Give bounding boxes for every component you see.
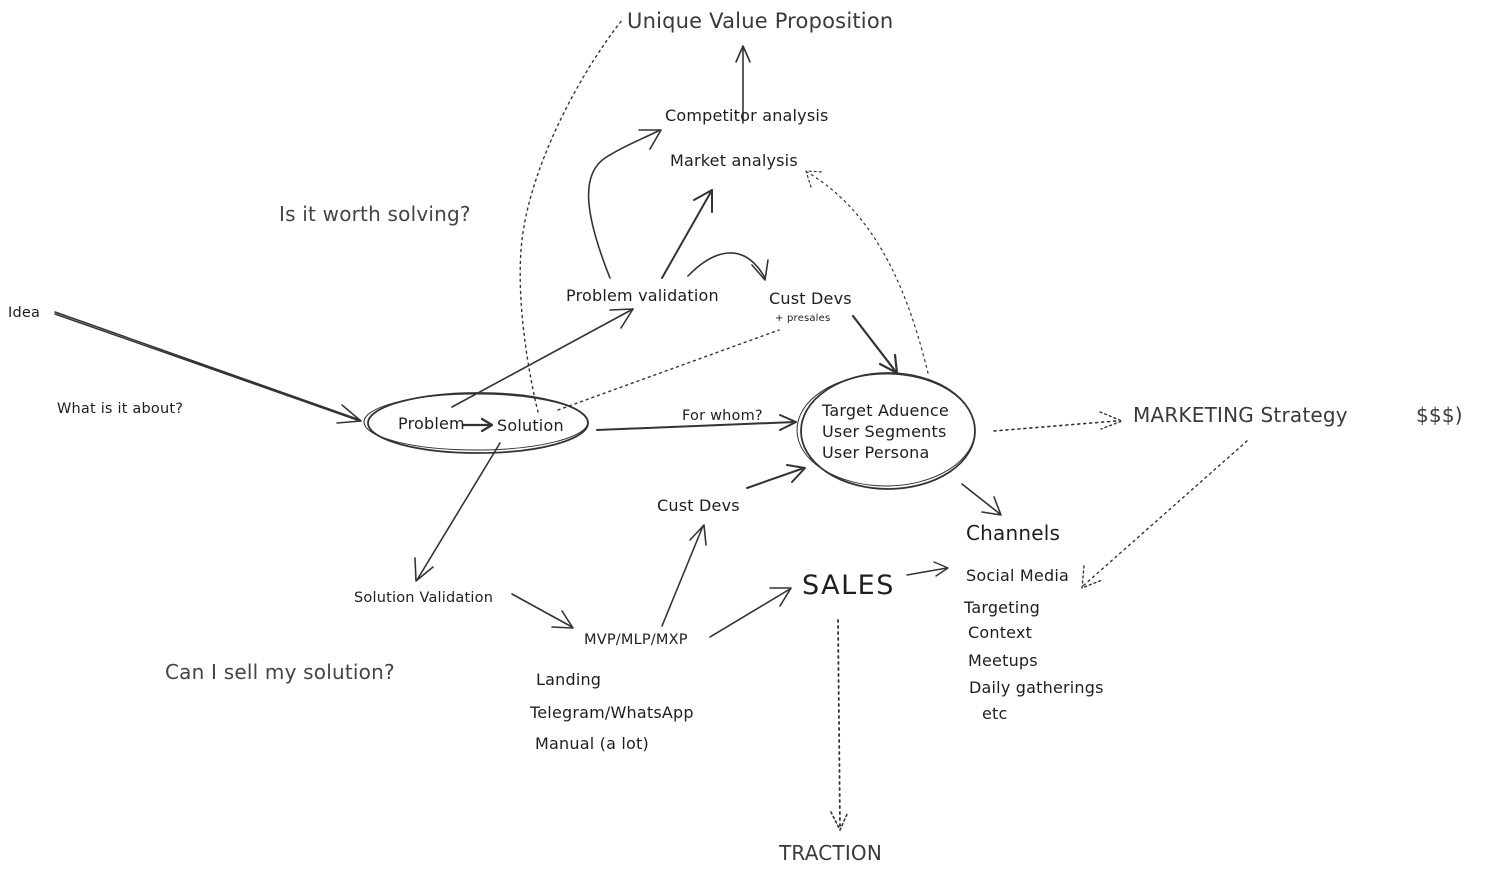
dotted-arrowhead-marketing: [1099, 411, 1123, 430]
solution-validation-label: Solution Validation: [354, 590, 494, 606]
idea-label: Idea: [8, 305, 41, 321]
arrow-audience-to-channels: [961, 483, 1001, 515]
channels-title: Channels: [966, 521, 1061, 545]
is-it-worth-question: Is it worth solving?: [279, 202, 471, 226]
channel-item: Targeting: [964, 598, 1041, 617]
cust-devs-top-label: Cust Devs: [769, 289, 852, 308]
channel-item: Social Media: [966, 566, 1069, 585]
arrow-to-solution-validation: [416, 442, 501, 581]
channel-item: Context: [968, 623, 1033, 642]
arrowhead-to-market-analysis: [693, 189, 713, 213]
arrowhead-sales-to-channels: [933, 561, 949, 577]
user-segments-label: User Segments: [822, 422, 947, 441]
problem-label: Problem: [398, 414, 465, 433]
arrow-sales-to-channels: [906, 567, 948, 576]
arrow-to-problem-validation: [451, 308, 634, 408]
marketing-strategy-label: MARKETING Strategy: [1133, 403, 1348, 427]
market-analysis-label: Market analysis: [670, 151, 798, 170]
uvp-label: Unique Value Proposition: [627, 9, 894, 33]
arrowhead-cust-devs-bottom-to-audience: [786, 464, 806, 483]
competitor-analysis-label: Competitor analysis: [665, 106, 829, 125]
presales-note: + presales: [775, 313, 831, 324]
arrow-mvp-to-sales: [709, 588, 791, 638]
dotted-solution-to-presales: [557, 329, 780, 411]
arrowhead-to-mvp: [551, 610, 574, 629]
dotted-solution-to-uvp: [519, 19, 623, 413]
dotted-audience-to-marketing: [993, 420, 1117, 432]
manual-label: Manual (a lot): [535, 734, 649, 753]
can-i-sell-question: Can I sell my solution?: [165, 660, 395, 684]
arrowhead-to-competitor-analysis: [638, 129, 662, 150]
target-audience-label: Target Aduence: [822, 401, 949, 420]
arrowhead-problem-to-solution: [480, 417, 494, 433]
traction-label: TRACTION: [779, 841, 883, 865]
what-is-it-question: What is it about?: [57, 401, 184, 417]
money-label: $$$): [1416, 403, 1463, 427]
arrow-to-competitor-analysis: [587, 129, 661, 279]
arrow-mvp-to-cust-devs: [661, 525, 704, 627]
arrowhead-audience-to-channels: [981, 496, 1002, 516]
channel-item: Meetups: [968, 651, 1038, 670]
landing-label: Landing: [536, 670, 602, 689]
arrowhead-cust-devs-to-audience: [878, 353, 899, 375]
arrow-to-market-analysis: [661, 189, 713, 279]
telegram-label: Telegram/WhatsApp: [530, 703, 694, 722]
arrow-to-cust-devs-top: [687, 252, 766, 279]
channel-item: etc: [982, 704, 1008, 723]
arrowhead-mvp-to-sales: [769, 587, 792, 607]
arrow-cust-devs-bottom-to-audience: [746, 467, 805, 489]
dotted-marketing-to-channels: [1082, 440, 1248, 587]
audience-ellipse-sketch: [796, 373, 976, 487]
dotted-arrowhead-traction: [830, 811, 849, 831]
arrowhead-idea-to-problem: [336, 404, 362, 424]
arrow-for-whom: [596, 421, 796, 431]
dotted-arrowhead-channels: [1081, 565, 1103, 589]
channel-item: Daily gatherings: [969, 678, 1104, 697]
arrow-idea-to-problem: [54, 311, 361, 422]
problem-validation-label: Problem validation: [566, 286, 719, 305]
sales-label: SALES: [802, 570, 895, 601]
arrowhead-to-uvp: [735, 45, 751, 63]
dotted-arrowhead-market: [805, 170, 825, 188]
arrowhead-to-problem-validation: [609, 308, 634, 329]
for-whom-label: For whom?: [682, 408, 763, 424]
cust-devs-bottom-label: Cust Devs: [657, 496, 740, 515]
arrowhead-mvp-to-cust-devs: [689, 524, 707, 546]
mvp-label: MVP/MLP/MXP: [584, 632, 688, 648]
arrowhead-for-whom: [779, 414, 797, 431]
user-persona-label: User Persona: [822, 443, 930, 462]
dotted-sales-to-traction: [837, 619, 841, 829]
arrow-cust-devs-to-audience: [851, 314, 898, 374]
solution-label: Solution: [497, 416, 564, 435]
arrowhead-to-cust-devs-top: [751, 259, 769, 281]
arrowhead-to-solution-validation: [414, 557, 434, 582]
arrow-to-mvp: [511, 593, 573, 628]
dotted-audience-to-market: [806, 171, 929, 374]
